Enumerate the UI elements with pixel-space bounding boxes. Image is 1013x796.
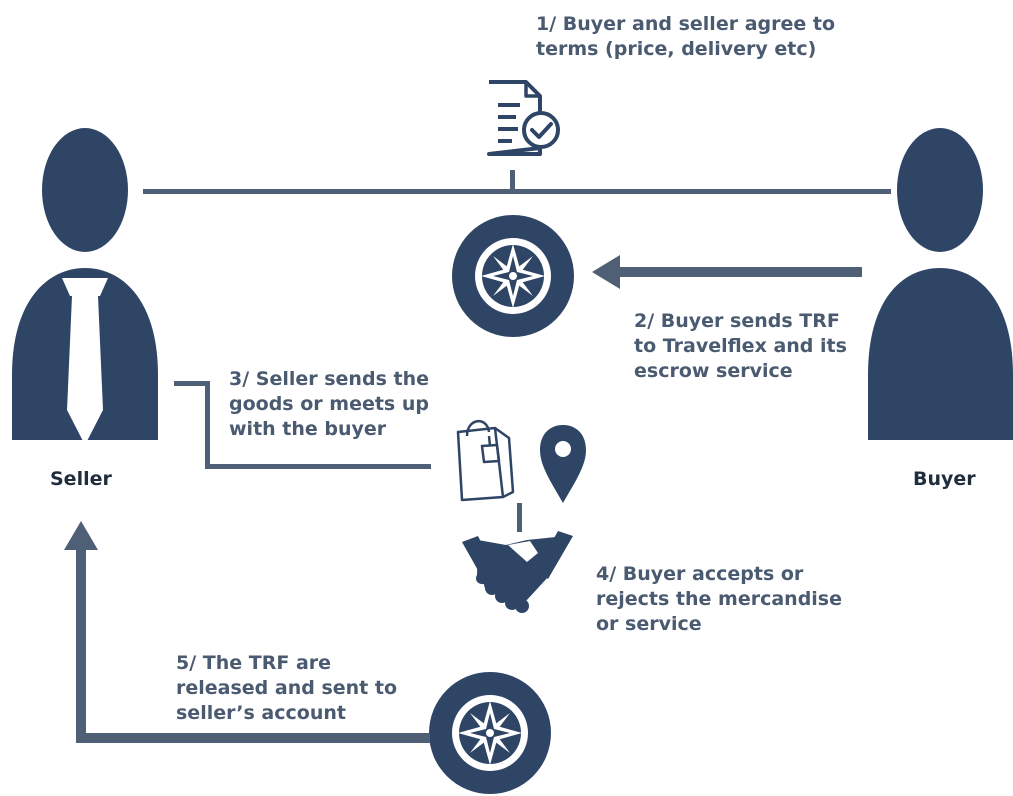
handshake-icon	[462, 531, 573, 613]
seller-to-goods-connector	[174, 381, 431, 469]
release-to-seller-arrow	[64, 521, 430, 743]
step-2-label: 2/ Buyer sends TRF to Travelflex and its…	[634, 310, 847, 382]
buyer-to-escrow-arrow	[592, 255, 862, 289]
seller-businessman-icon	[12, 128, 158, 445]
step-5-label: 5/ The TRF are released and sent to sell…	[176, 652, 398, 724]
contract-check-icon	[487, 80, 560, 156]
seller-label: Seller	[50, 468, 112, 490]
step-3-label: 3/ Seller sends the goods or meets up wi…	[229, 368, 429, 440]
step-4-label: 4/ Buyer accepts or rejects the mercandi…	[596, 563, 843, 635]
goods-to-handshake-connector	[517, 503, 522, 532]
buyer-person-icon	[868, 128, 1013, 440]
buyer-label: Buyer	[913, 468, 976, 490]
shopping-bag-icon	[456, 420, 515, 502]
agreement-connector	[143, 170, 891, 194]
escrow-compass-icon	[452, 215, 574, 337]
release-compass-icon	[429, 672, 551, 794]
step-1-label: 1/ Buyer and seller agree to terms (pric…	[536, 13, 836, 60]
location-pin-icon	[540, 425, 586, 503]
